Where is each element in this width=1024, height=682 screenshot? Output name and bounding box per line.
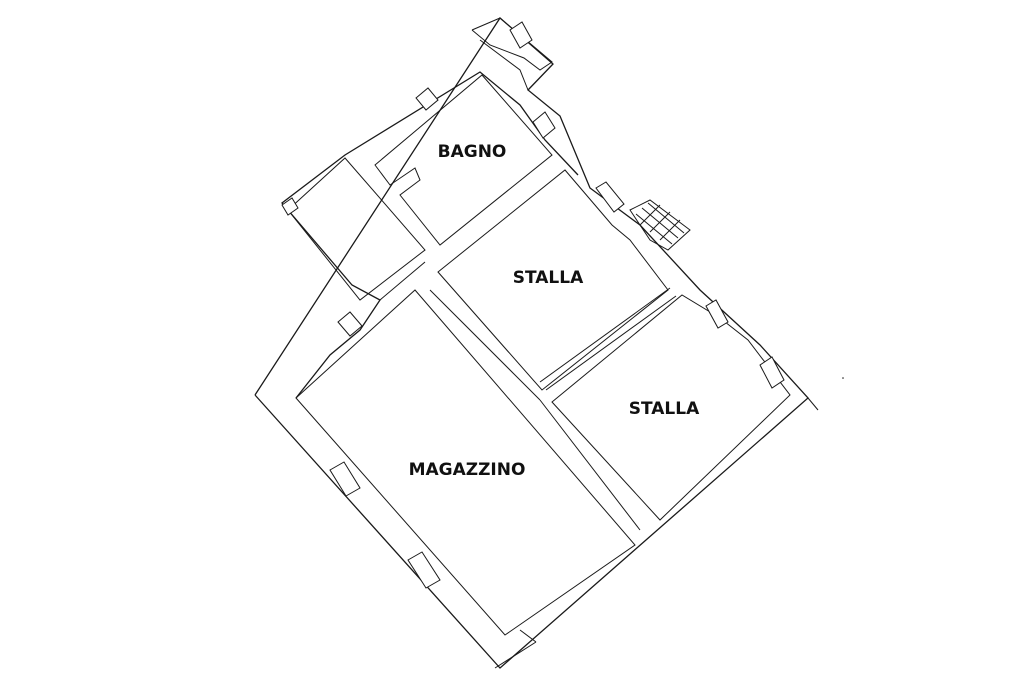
window <box>407 551 441 589</box>
stair-icon <box>629 199 691 251</box>
windows <box>281 21 785 589</box>
room-label-stalla-1: STALLA <box>513 268 584 288</box>
window <box>281 197 299 216</box>
room-label-magazzino: MAGAZZINO <box>409 460 526 480</box>
room-label-bagno: BAGNO <box>438 142 507 162</box>
outer-walls <box>254 17 819 669</box>
room-stalla-lower: STALLA <box>539 287 791 521</box>
window <box>759 356 785 389</box>
room-magazzino: MAGAZZINO <box>295 261 641 636</box>
room-label-stalla-2: STALLA <box>629 399 700 419</box>
window <box>595 181 625 213</box>
window <box>509 21 533 49</box>
room-stalla-upper: STALLA <box>437 169 669 391</box>
marker-dot <box>842 377 844 379</box>
room-bagno: BAGNO <box>374 74 553 246</box>
room-corridor <box>287 157 426 301</box>
window <box>532 111 556 139</box>
window <box>705 299 729 329</box>
window <box>337 311 363 337</box>
window <box>415 87 439 111</box>
window <box>329 461 361 497</box>
